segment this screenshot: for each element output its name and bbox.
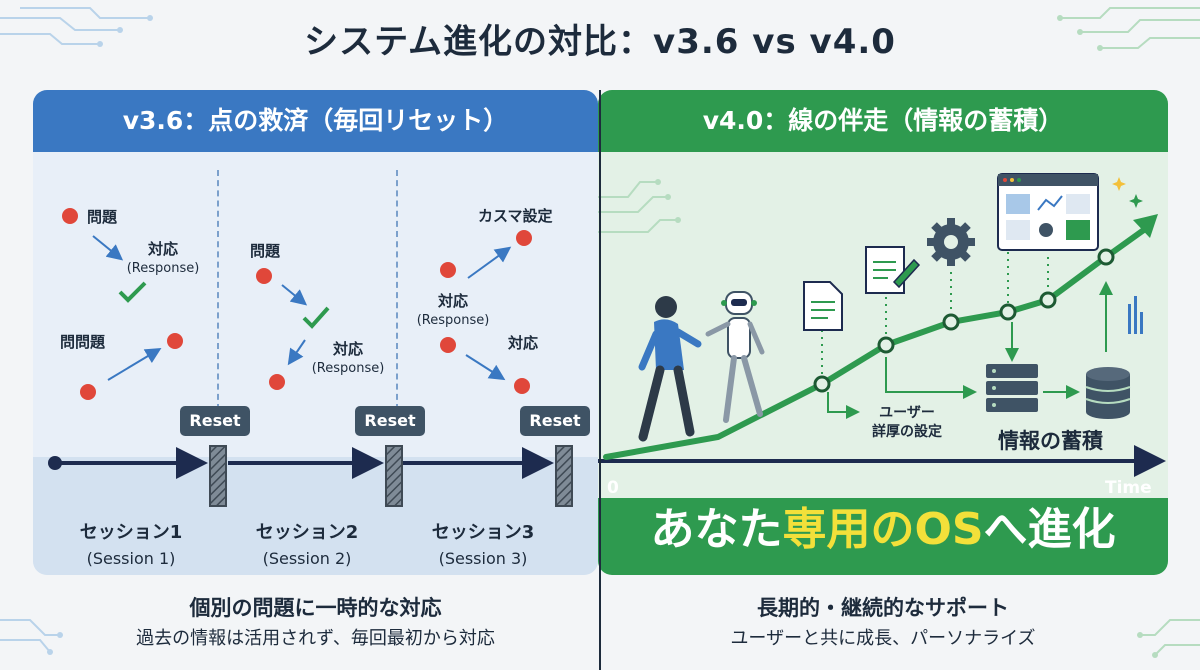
evolution-banner: あなた専用のOSへ進化: [650, 504, 1116, 555]
left-diagram-graphics: [48, 208, 573, 507]
label-response-3: 対応(Response): [416, 292, 490, 328]
database-icon: [1085, 367, 1131, 419]
session-label-1: セッション1(Session 1): [79, 522, 183, 568]
reset-badge-1: Reset: [180, 406, 250, 436]
reset-badge-3: Reset: [520, 406, 590, 436]
label-info-accumulation: 情報の蓄積: [998, 429, 1103, 453]
left-panel-header: v3.6：点の救済（毎回リセット）: [33, 90, 598, 152]
label-problem-2: 問題: [250, 242, 281, 260]
person-walking-icon: [638, 296, 702, 442]
right-bottom-subtitle: ユーザーと共に成長、パーソナライズ: [730, 628, 1036, 649]
robot-icon: [705, 291, 765, 423]
circuit-decoration-top-right: [1057, 7, 1200, 51]
session-label-3: セッション3(Session 3): [431, 522, 535, 568]
label-problem-1: 問題: [87, 208, 118, 226]
check-icon: [302, 306, 330, 329]
label-response-2: 対応(Response): [311, 340, 385, 376]
right-panel-header: v4.0：線の伴走（情報の蓄積）: [598, 90, 1168, 152]
problem-dot: [256, 268, 272, 284]
reset-barrier: [385, 445, 403, 507]
page-title: システム進化の対比：v3.6 vs v4.0: [304, 22, 896, 62]
circuit-decoration-bottom-left: [0, 619, 63, 655]
axis-label-time: Time: [1105, 478, 1152, 498]
right-panel-v40: v4.0：線の伴走（情報の蓄積）: [598, 90, 1168, 575]
axis-label-zero: 0: [607, 478, 619, 498]
session-label-2: セッション2(Session 2): [255, 522, 359, 568]
edit-document-icon: [865, 246, 921, 294]
right-panel-banner-bg: [598, 498, 1168, 575]
server-icon: [986, 364, 1038, 412]
reset-barrier: [555, 445, 573, 507]
check-icon: [118, 281, 147, 303]
circuit-decoration-bottom-right: [1137, 619, 1200, 658]
problem-dot: [62, 208, 78, 224]
session-divider-2: [396, 170, 398, 410]
label-problem-multi: 問問題: [60, 333, 106, 351]
label-response-4: 対応: [508, 334, 539, 352]
left-panel-body: [33, 152, 598, 457]
left-panel-session-area: [33, 457, 598, 575]
circuit-decoration-top-left: [0, 7, 153, 47]
dashboard-icon: [997, 173, 1099, 251]
session-divider-1: [217, 170, 219, 410]
center-divider: [599, 90, 601, 670]
left-panel-v36: v3.6：点の救済（毎回リセット）: [33, 90, 598, 575]
problem-dot: [514, 378, 530, 394]
label-custom-setting: カスマ設定: [478, 207, 553, 225]
gear-icon: [927, 218, 975, 266]
problem-dot: [269, 374, 285, 390]
reset-barrier: [209, 445, 227, 507]
label-user-setting: ユーザー詳厚の設定: [872, 405, 942, 440]
left-bottom-subtitle: 過去の情報は活用されず、毎回最初から対応: [136, 628, 495, 649]
reset-badge-2: Reset: [355, 406, 425, 436]
problem-dot: [516, 230, 532, 246]
label-response-1: 対応(Response): [126, 240, 200, 276]
problem-dot: [80, 384, 96, 400]
right-diagram-graphics: [598, 173, 1166, 477]
right-bottom-title: 長期的・継続的なサポート: [757, 596, 1009, 620]
left-bottom-title: 個別の問題に一時的な対応: [189, 596, 442, 620]
problem-dot: [440, 262, 456, 278]
problem-dot: [440, 337, 456, 353]
problem-dot: [167, 333, 183, 349]
document-icon: [803, 281, 843, 331]
